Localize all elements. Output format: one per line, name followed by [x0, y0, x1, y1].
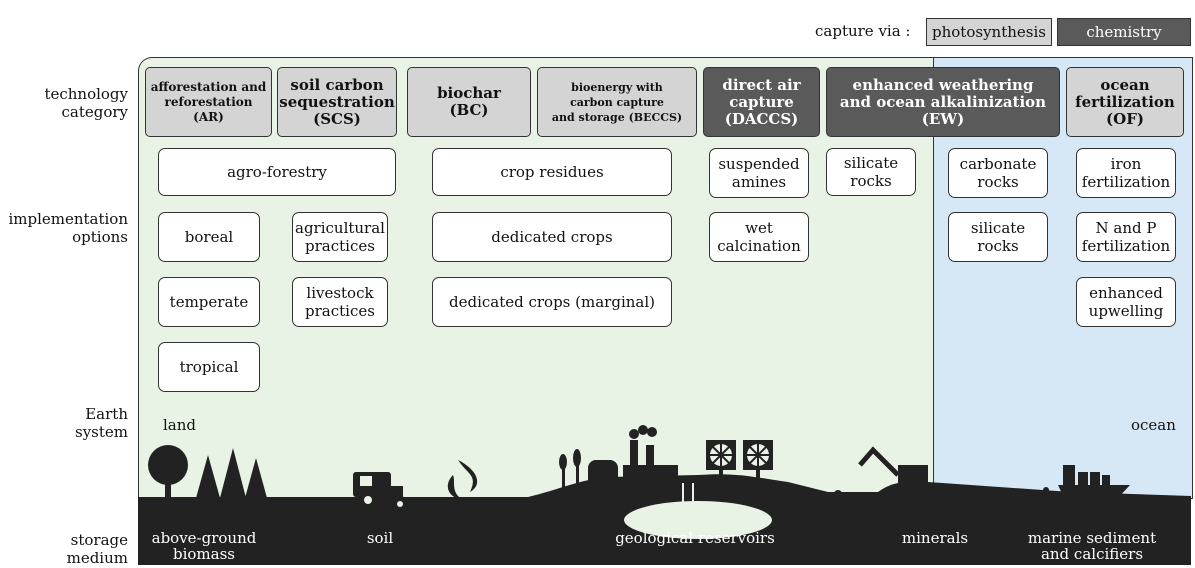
- option-livestock-practices: livestock practices: [292, 277, 388, 327]
- option-agro-forestry: agro-forestry: [158, 148, 396, 196]
- fire-icon: [443, 460, 483, 505]
- row-label-implementation-options: implementation options: [8, 210, 128, 246]
- ship-icon: [1058, 465, 1130, 498]
- storage-soil: soil: [366, 529, 394, 547]
- option-wet-calcination: wet calcination: [709, 212, 809, 262]
- conifer-icon: [196, 448, 267, 498]
- storage-marine: marine sediment and calcifiers: [1027, 529, 1157, 563]
- category-ew: enhanced weathering and ocean alkaliniza…: [826, 67, 1060, 137]
- legend-chemistry: chemistry: [1057, 18, 1191, 46]
- category-bc: biochar (BC): [407, 67, 531, 137]
- option-carbonate-rocks: carbonate rocks: [948, 148, 1048, 198]
- storage-minerals: minerals: [901, 529, 969, 547]
- row-label-technology-category: technology category: [44, 85, 128, 121]
- category-ar: afforestation and reforestation (AR): [145, 67, 272, 137]
- landscape-illustration: [138, 425, 1191, 565]
- factory-icon: [588, 425, 678, 495]
- legend-photosynthesis: photosynthesis: [926, 18, 1052, 46]
- tree-icon: [148, 445, 188, 500]
- category-scs: soil carbon sequestration (SCS): [277, 67, 397, 137]
- tractor-icon: [298, 472, 408, 512]
- crop-icon: [559, 449, 581, 495]
- rocks-icon: [824, 490, 862, 513]
- row-label-storage-medium: storage medium: [66, 531, 128, 567]
- category-beccs: bioenergy with carbon capture and storag…: [537, 67, 697, 137]
- air-capture-fan-icon: [706, 440, 773, 485]
- excavator-icon: [858, 446, 933, 495]
- option-agricultural-practices: agricultural practices: [292, 212, 388, 262]
- option-dedicated-crops-marginal: dedicated crops (marginal): [432, 277, 672, 327]
- earth-system-land: land: [163, 416, 197, 434]
- option-dedicated-crops: dedicated crops: [432, 212, 672, 262]
- category-of: ocean fertilization (OF): [1066, 67, 1184, 137]
- option-silicate-rocks-land: silicate rocks: [826, 148, 916, 196]
- option-enhanced-upwelling: enhanced upwelling: [1076, 277, 1176, 327]
- option-iron-fertilization: iron fertilization: [1076, 148, 1176, 198]
- option-crop-residues: crop residues: [432, 148, 672, 196]
- storage-biomass: above-ground biomass: [151, 529, 257, 563]
- option-suspended-amines: suspended amines: [709, 148, 809, 198]
- option-silicate-rocks-ocean: silicate rocks: [948, 212, 1048, 262]
- reservoir-icon: [622, 499, 774, 541]
- sediment-icon: [1003, 487, 1049, 523]
- option-temperate: temperate: [158, 277, 260, 327]
- storage-geological: geological reservoirs: [615, 529, 775, 547]
- option-np-fertilization: N and P fertilization: [1076, 212, 1176, 262]
- category-daccs: direct air capture (DACCS): [703, 67, 820, 137]
- row-label-earth-system: Earth system: [75, 405, 128, 441]
- earth-system-ocean: ocean: [1131, 416, 1176, 434]
- option-tropical: tropical: [158, 342, 260, 392]
- option-boreal: boreal: [158, 212, 260, 262]
- legend-prefix: capture via :: [815, 22, 911, 40]
